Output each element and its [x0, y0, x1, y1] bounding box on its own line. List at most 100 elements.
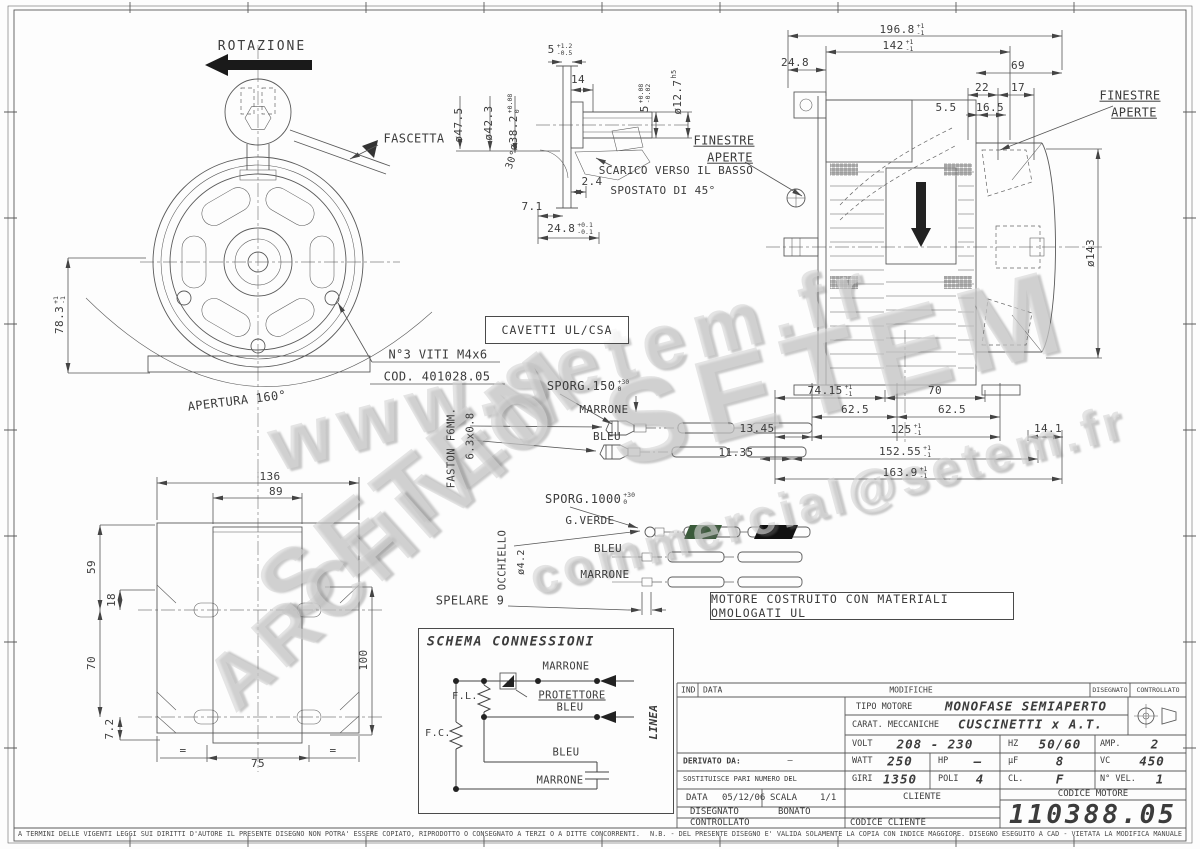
sheet-frame [4, 2, 1196, 847]
schema-circuit [448, 672, 634, 792]
viti-code-label: COD. 401028.05 [383, 369, 491, 384]
dim-17: 17 [1010, 81, 1026, 95]
tb-data-label: DATA [686, 793, 708, 803]
tb-watt-value: 250 [887, 753, 913, 769]
tb-uf-label: μF [1008, 756, 1019, 766]
front-view [65, 45, 505, 478]
aperte-right-label: APERTE [1111, 105, 1157, 120]
dim-152-55: 152.55 +1-1 [879, 444, 931, 459]
side-view [760, 30, 1114, 484]
tb-tipo-label: TIPO MOTORE [856, 702, 913, 712]
shaft-detail [456, 59, 803, 244]
schema-fc-label: F.C. [425, 727, 451, 739]
title-block-grid [676, 682, 1186, 828]
note-spostato: SPOSTATO DI 45° [610, 184, 716, 198]
tb-poli-value: 4 [975, 771, 985, 787]
tb-carat-label: CARAT. MECCANICHE [852, 720, 939, 730]
tb-controllato-header: CONTROLLATO [1136, 686, 1180, 694]
dim-5-flange: 5 +1.2-0.5 [547, 42, 573, 57]
dim-163-9: 163.9 +1-1 [882, 465, 928, 480]
dim-16-5: 16.5 [975, 101, 1005, 115]
tb-hp-value: — [973, 753, 983, 769]
tb-cliente-label: CLIENTE [903, 792, 941, 802]
dim-dia-12-7: ø12.7 h5 [670, 69, 685, 115]
faston-size-label: 6.3x0.8 [464, 412, 477, 460]
dim-70-base: 70 [85, 655, 99, 671]
dim-100: 100 [357, 649, 371, 671]
base-view [97, 472, 382, 772]
dim-2-4: 2.4 [581, 175, 603, 189]
dim-62-5-b: 62.5 [937, 403, 967, 417]
tb-data-header: DATA [703, 685, 723, 695]
tb-hz-label: HZ [1008, 739, 1019, 749]
tb-ind-header: IND [681, 685, 696, 695]
dim-142: 142 +1-1 [882, 38, 914, 53]
tb-disegnato-header: DISEGNATO [1092, 686, 1128, 694]
tb-giri-value: 1350 [882, 771, 918, 787]
tb-disegnato-label: DISEGNATO [690, 807, 739, 817]
tb-vc-label: VC [1100, 756, 1111, 766]
wire-1000-gverde-label: G.VERDE [565, 514, 615, 528]
dim-11-35: 11.35 [718, 446, 754, 460]
schema-wire-marrone-bot: MARRONE [536, 774, 584, 787]
dim-24-8-side: 24.8 [780, 56, 810, 70]
tb-data-value: 05/12/06 [722, 793, 766, 803]
dim-dia-42-3: ø42.3 [482, 105, 496, 141]
tb-derivato-value: — [787, 756, 793, 766]
tb-poli-label: POLI [938, 774, 959, 784]
tb-cl-value: F [1055, 771, 1065, 787]
wire-150-marrone-label: MARRONE [579, 403, 629, 417]
dim-24-8: 24.8 +0.1-0.1 [547, 221, 593, 236]
schema-linea-label: LINEA [647, 704, 661, 740]
schema-wire-bleu-low: BLEU [552, 746, 580, 759]
schema-protettore-label: PROTETTORE [538, 689, 606, 702]
dim-14-1: 14.1 [1033, 422, 1063, 436]
finestre-left-label: FINESTRE [693, 133, 755, 148]
dim-125: 125 +1-1 [890, 422, 922, 437]
dim-196-8: 196.8 +1-1 [879, 22, 925, 37]
tb-codice-motore-label: CODICE MOTORE [1057, 789, 1129, 799]
tb-controllato-label: CONTROLLATO [690, 818, 750, 828]
tb-hp-label: HP [938, 756, 949, 766]
tb-codice-cliente-label: CODICE CLIENTE [850, 818, 926, 828]
tb-amp-value: 2 [1150, 736, 1160, 752]
tb-volt-value: 208 - 230 [896, 736, 974, 752]
wire-1000-marrone-label: MARRONE [580, 568, 630, 582]
schema-wire-bleu-mid: BLEU [556, 701, 584, 714]
dim-89: 89 [268, 485, 284, 499]
dim-69: 69 [1010, 59, 1026, 73]
tb-sostituisce-value: - [787, 774, 793, 784]
tb-cl-label: CL. [1008, 774, 1024, 784]
tb-tipo-value: MONOFASE SEMIAPERTO [945, 698, 1107, 714]
dim-eq-left: = [179, 744, 187, 758]
tb-carat-value: CUSCINETTI x A.T. [958, 716, 1103, 732]
occhiello-label: OCCHIELLO [496, 529, 509, 591]
ul-note-box: MOTORE COSTRUITO CON MATERIALI OMOLOGATI… [710, 592, 1014, 620]
tb-scala-label: SCALA [770, 793, 798, 803]
tb-sostituisce-label: SOSTITUISCE PARI NUMERO DEL [683, 775, 797, 783]
tb-giri-label: GIRI [852, 774, 873, 784]
schema-wire-marrone-top: MARRONE [542, 660, 590, 673]
tb-disegnato-value: BONATO [778, 807, 811, 817]
aperte-left-label: APERTE [707, 150, 753, 165]
tb-vc-value: 450 [1139, 753, 1165, 769]
dim-74-15: 74.15 +1-1 [807, 383, 853, 398]
dim-75: 75 [250, 757, 266, 771]
tb-amp-label: AMP. [1100, 739, 1121, 749]
dim-7-1: 7.1 [521, 200, 543, 214]
finestre-right-label: FINESTRE [1099, 88, 1161, 103]
tb-codice-motore-value: 110388.05 [1009, 800, 1177, 830]
schema-fl-label: F.L. [452, 690, 478, 702]
tb-modifiche-header: MODIFICHE [889, 685, 933, 695]
dim-18: 18 [105, 592, 119, 608]
dim-7-2: 7.2 [103, 718, 117, 740]
dim-70-side: 70 [927, 384, 943, 398]
cavetti-box: CAVETTI UL/CSA [485, 316, 629, 344]
tb-watt-label: WATT [852, 756, 873, 766]
disclaimer-left: A TERMINI DELLE VIGENTI LEGGI SUI DIRITT… [18, 830, 640, 838]
wire-150-bleu-label: BLEU [592, 430, 622, 444]
